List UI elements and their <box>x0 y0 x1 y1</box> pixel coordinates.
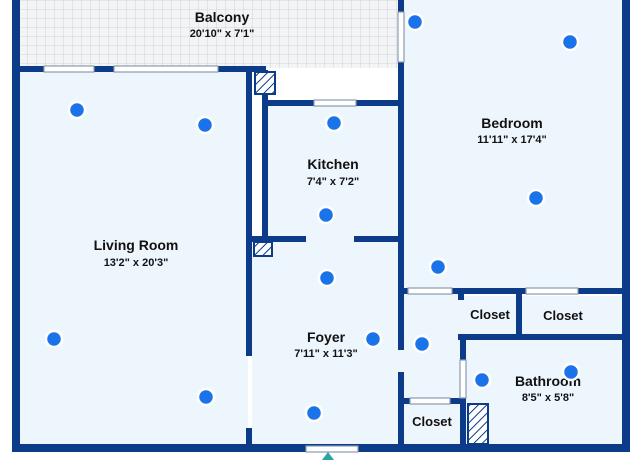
living-room-floor <box>20 72 248 444</box>
kitchen-name: Kitchen <box>307 156 358 172</box>
bath-door <box>459 359 467 399</box>
closet-1-floor <box>462 296 516 336</box>
shaft-bottom <box>467 403 489 445</box>
shafts <box>253 71 489 445</box>
view-point-icon[interactable] <box>44 329 64 349</box>
closet-1-right-wall <box>516 288 522 340</box>
window-balcony-door <box>397 11 405 63</box>
outer-wall-left <box>12 0 20 452</box>
view-point-icon[interactable] <box>317 268 337 288</box>
kitchen-dims: 7'4" x 7'2" <box>307 176 359 188</box>
view-point-icon[interactable] <box>67 100 87 120</box>
living-kitchen-wall <box>246 72 252 356</box>
balcony-right-wall-b <box>398 62 404 106</box>
bedroom-bottom-wall-b <box>452 288 526 294</box>
view-point-icon[interactable] <box>560 32 580 52</box>
bath-left-wall-low <box>460 398 466 444</box>
closet-3-top-wall-a <box>398 398 410 404</box>
window-bottom-door <box>305 445 359 453</box>
closet-2-door <box>525 287 579 295</box>
kitchen-top-wall <box>262 100 314 106</box>
closet-2-name: Closet <box>543 308 583 323</box>
living-top-wall-b <box>94 66 114 72</box>
window-living-right <box>113 65 219 73</box>
closet-1-bottom-wall <box>458 334 622 340</box>
living-top-wall-a <box>20 66 44 72</box>
living-foyer-wall-low <box>246 428 252 444</box>
living-top-wall-c <box>218 66 266 72</box>
shaft-middle <box>253 241 273 257</box>
kitchen-bottom-wall-a <box>252 236 306 242</box>
closet-1-name: Closet <box>470 307 510 322</box>
view-point-icon[interactable] <box>324 113 344 133</box>
floors <box>20 0 630 444</box>
bathroom-dims: 8'5" x 5'8" <box>522 392 574 404</box>
living-room-name: Living Room <box>94 237 179 253</box>
living-room-dims: 13'2" x 20'3" <box>104 257 169 269</box>
bedroom-bottom-wall-a <box>398 288 408 294</box>
view-point-icon[interactable] <box>195 115 215 135</box>
bedroom-dims: 11'11" x 17'4" <box>477 134 547 146</box>
balcony-name: Balcony <box>195 9 250 25</box>
balcony-floor <box>20 0 402 68</box>
windows <box>43 11 579 453</box>
shaft-top <box>254 71 276 95</box>
view-point-icon[interactable] <box>526 188 546 208</box>
view-point-icon[interactable] <box>428 257 448 277</box>
closet-3-door <box>409 397 451 405</box>
entrance-arrow-icon <box>322 452 334 460</box>
window-kitchen <box>313 99 357 107</box>
view-point-icon[interactable] <box>472 370 492 390</box>
corridor-floor <box>404 290 462 402</box>
bath-left-wall <box>460 334 466 360</box>
view-point-icon[interactable] <box>316 205 336 225</box>
closet-3-name: Closet <box>412 414 452 429</box>
foyer-right-wall-low <box>398 372 404 444</box>
room-labels: Balcony 20'10" x 7'1" Living Room 13'2" … <box>94 9 584 429</box>
balcony-right-wall <box>398 0 404 12</box>
view-point-icon[interactable] <box>412 334 432 354</box>
view-point-icon[interactable] <box>405 12 425 32</box>
closet-3-floor <box>404 402 462 444</box>
closet-1-door <box>407 287 453 295</box>
closet-3-top-wall-b <box>450 398 466 404</box>
closet-1-left-wall <box>458 288 464 300</box>
view-point-icon[interactable] <box>363 329 383 349</box>
bedroom-bottom-wall-c <box>578 288 622 294</box>
view-point-icon[interactable] <box>196 387 216 407</box>
outer-wall-right <box>622 0 630 452</box>
hotspots <box>44 12 581 423</box>
view-point-icon[interactable] <box>561 362 581 382</box>
kitchen-top-wall-b <box>356 100 402 106</box>
balcony-dims: 20'10" x 7'1" <box>190 28 255 40</box>
foyer-name: Foyer <box>307 329 346 345</box>
foyer-dims: 7'11" x 11'3" <box>294 348 357 360</box>
bedroom-name: Bedroom <box>481 115 542 131</box>
window-living-left <box>43 65 95 73</box>
kitchen-left-wall <box>262 100 268 240</box>
bathroom-floor <box>466 338 622 444</box>
bedroom-left-wall <box>398 100 404 350</box>
kitchen-bottom-wall-b <box>354 236 402 242</box>
view-point-icon[interactable] <box>304 403 324 423</box>
closet-2-floor <box>522 296 622 334</box>
